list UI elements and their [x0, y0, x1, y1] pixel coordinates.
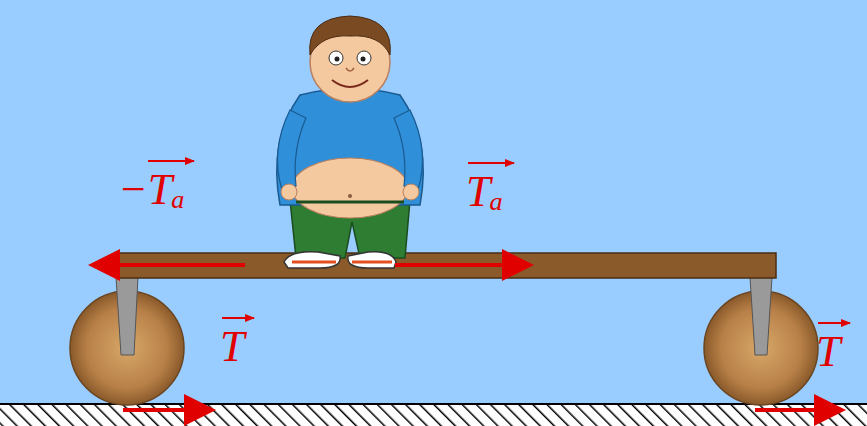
vector-overarrow	[468, 162, 514, 164]
force-arrow	[92, 263, 245, 267]
force-arrow	[395, 263, 530, 267]
support-leg	[116, 277, 138, 355]
force-label: T	[220, 325, 244, 369]
vector-overarrow	[148, 160, 194, 162]
force-arrow	[755, 408, 842, 412]
ground	[0, 404, 867, 426]
vector-overarrow	[222, 317, 254, 319]
force-label: −Tₐ	[118, 168, 185, 212]
man-figure	[277, 16, 424, 268]
force-label: Tₐ	[466, 170, 503, 214]
vector-overarrow	[818, 322, 850, 324]
force-arrow	[123, 408, 212, 412]
force-label: T	[816, 330, 840, 374]
support-leg	[750, 277, 772, 355]
